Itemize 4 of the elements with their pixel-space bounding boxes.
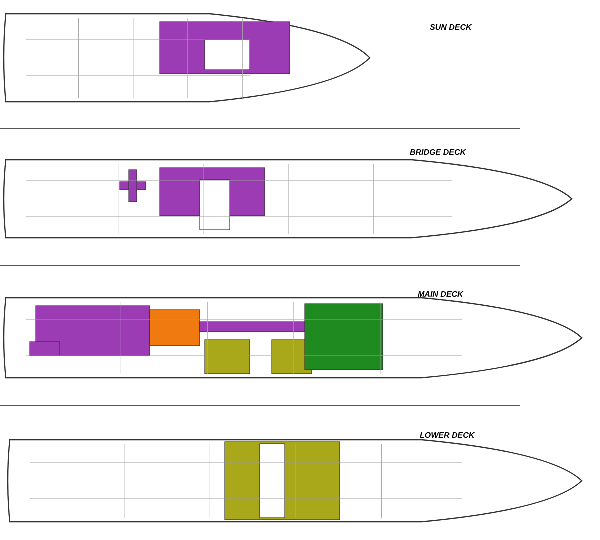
deck-label: BRIDGE DECK (410, 147, 466, 159)
deck-label: LOWER DECK (420, 430, 475, 442)
deck-label: MAIN DECK (418, 289, 464, 301)
deck-label: SUN DECK (430, 22, 472, 34)
